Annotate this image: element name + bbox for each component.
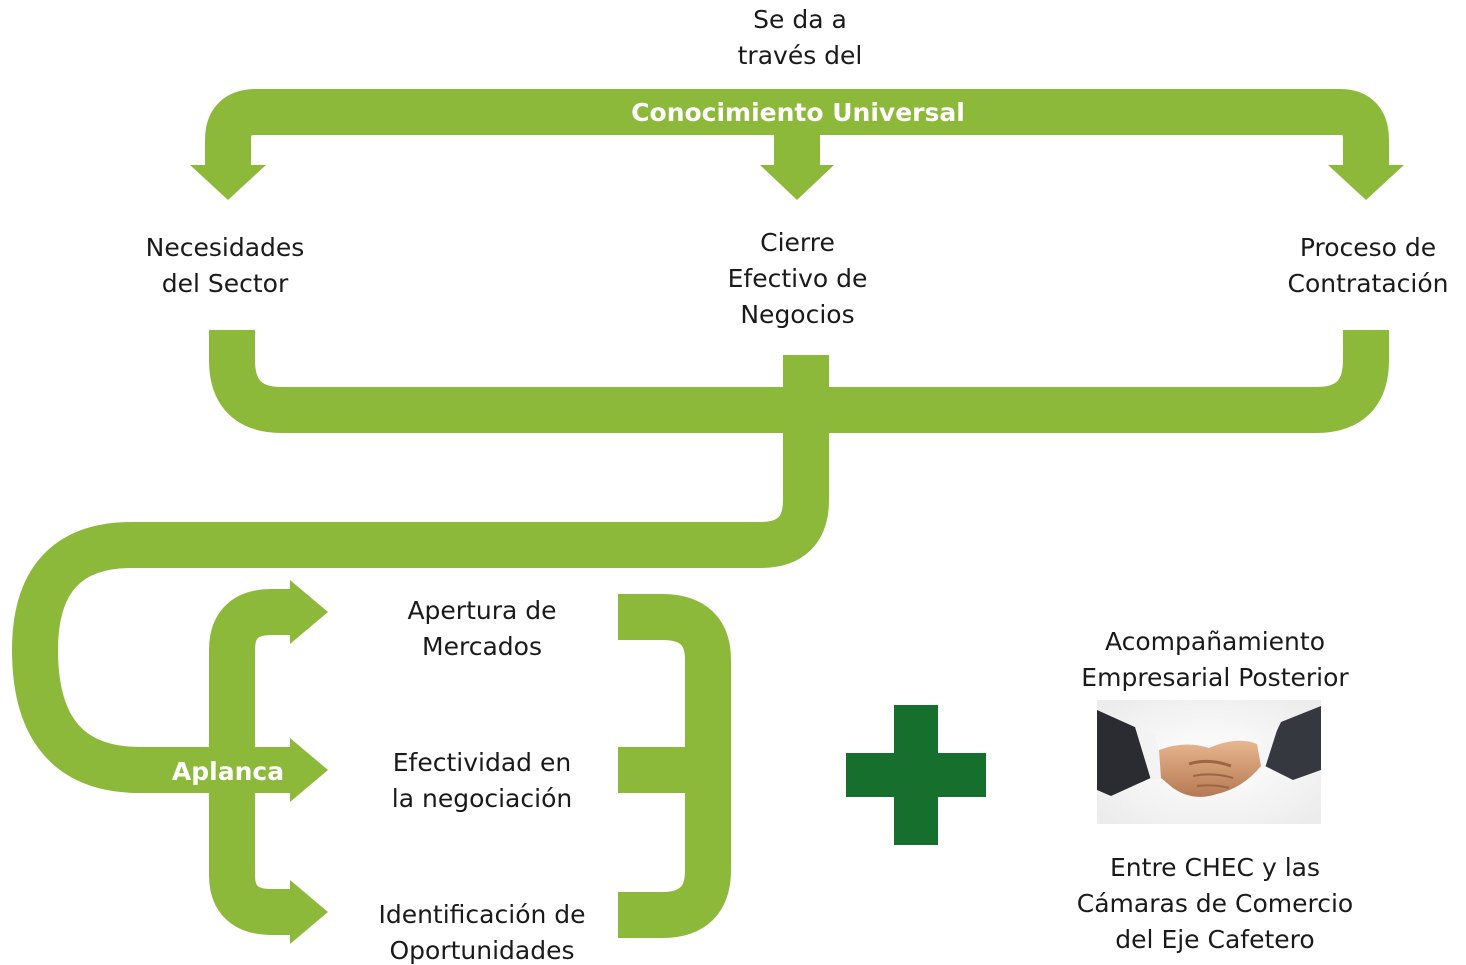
intro-text: Se da a través del <box>737 5 863 70</box>
arrow-opportunities <box>290 880 328 944</box>
arrow-market-opening <box>290 580 328 644</box>
arrow-business-closure <box>760 165 834 200</box>
outcome-negotiation: Efectividad en la negociación <box>391 748 573 813</box>
node-business-closure: Cierre Efectivo de Negocios <box>727 228 868 329</box>
arrow-hiring-process <box>1328 165 1404 200</box>
plus-icon <box>846 705 986 845</box>
leverage-spine-connector <box>209 589 300 935</box>
leverage-label: Aplanca <box>171 757 285 786</box>
accompaniment-title: Acompañamiento Empresarial Posterior <box>1081 627 1349 692</box>
node-sector-needs: Necesidades del Sector <box>145 233 305 298</box>
center-stem-connector <box>11 355 829 793</box>
accompaniment-caption: Entre CHEC y las Cámaras de Comercio del… <box>1076 853 1354 954</box>
node-hiring-process: Proceso de Contratación <box>1287 233 1449 298</box>
handshake-photo <box>1097 700 1321 824</box>
top-banner-connector <box>205 89 1389 168</box>
outcomes-bracket <box>618 594 731 938</box>
arrow-negotiation <box>290 738 328 802</box>
outcome-opportunities: Identificación de Oportunidades <box>378 900 586 965</box>
outcome-market-opening: Apertura de Mercados <box>407 596 557 661</box>
banner-label: Conocimiento Universal <box>631 98 965 127</box>
arrow-sector-needs <box>190 165 266 200</box>
